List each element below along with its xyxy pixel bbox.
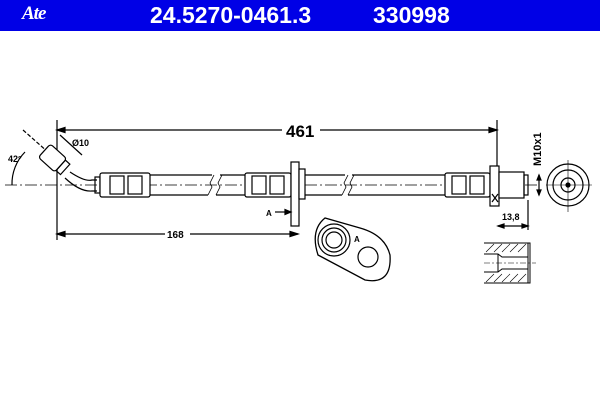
- dim-168: 168: [167, 230, 184, 241]
- dim-arrows-168: [54, 230, 301, 238]
- end-view: [546, 160, 592, 212]
- dim-diameter: Ø10: [72, 138, 89, 148]
- dim-arrows-thread-length: [496, 223, 530, 229]
- dim-thread: M10x1: [532, 132, 544, 166]
- crimp-sleeve-right: [444, 172, 491, 198]
- bracket-detail-a: [314, 217, 391, 282]
- angled-fitting: [38, 144, 71, 176]
- header-bar: Ate 24.5270-0461.3 330998: [0, 0, 600, 31]
- dim-461: 461: [286, 122, 314, 141]
- dim-thread-length: 13,8: [502, 212, 520, 222]
- section-view: [484, 242, 536, 284]
- crimp-sleeve-left: [99, 172, 151, 198]
- bracket-flange: [290, 161, 306, 227]
- view-label-a: A: [266, 209, 272, 218]
- angle-arc: [11, 151, 26, 186]
- ref-number: 330998: [373, 2, 450, 28]
- part-number: 24.5270-0461.3: [150, 2, 312, 28]
- hex-fitting: [489, 165, 500, 207]
- ate-logo: Ate: [22, 3, 46, 24]
- hose-body: [150, 174, 445, 196]
- thread-fitting: [498, 171, 529, 199]
- dim-arrows-thread: [536, 173, 542, 197]
- dim-arrows-461: [54, 126, 500, 134]
- view-arrow-a-head: [284, 208, 293, 216]
- diameter-leader: [59, 134, 83, 156]
- bent-tube: [64, 171, 97, 192]
- dim-angle: 42°: [8, 154, 22, 164]
- detail-label-a: A: [354, 235, 360, 244]
- crimp-sleeve-middle: [244, 172, 292, 198]
- break-marks: [207, 174, 355, 196]
